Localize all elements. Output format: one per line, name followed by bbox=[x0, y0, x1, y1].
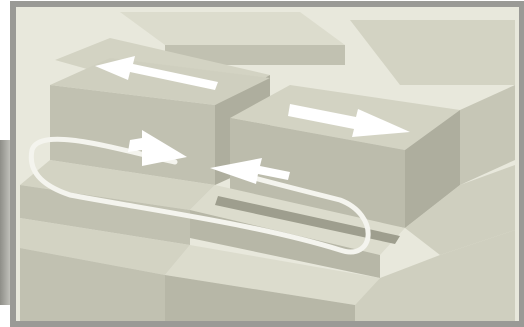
tile-grid bbox=[20, 12, 515, 321]
